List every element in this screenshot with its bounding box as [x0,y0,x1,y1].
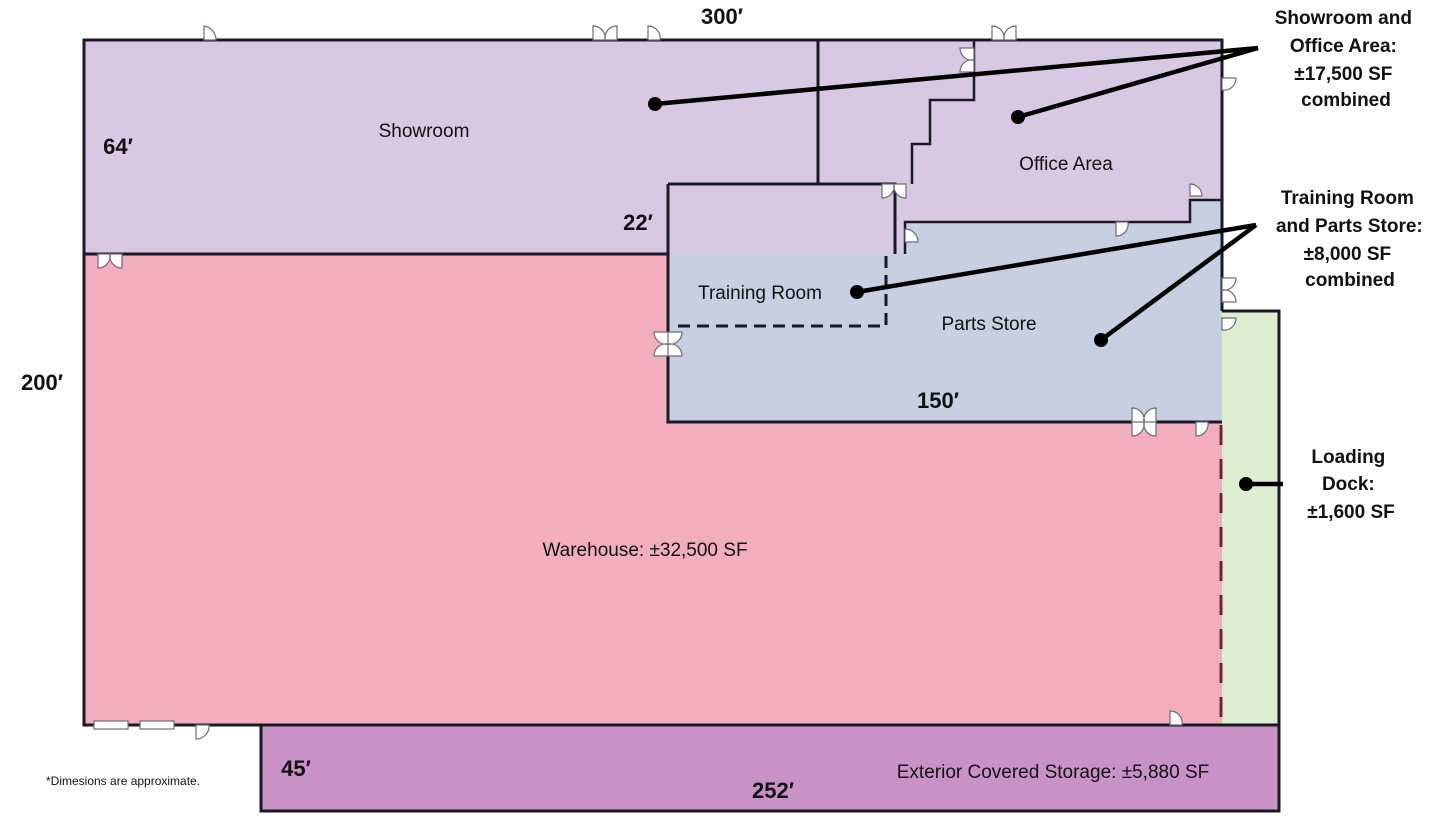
leader-line-showroom [654,45,1259,107]
door-icon [1131,407,1157,437]
callout-line: Dock: [1322,474,1375,495]
callout-line: Office Area: [1290,36,1397,57]
leader-dot-dock [1239,477,1253,491]
callout-showroom-office: Showroom and Office Area: ±17,500 SF com… [1275,8,1418,111]
door-icon [991,25,1017,41]
dimension-step: 22′ [623,210,653,235]
leader-line-training [856,222,1257,295]
door-icon [592,25,618,41]
loading-dock-area [1222,311,1279,725]
warehouse-label: Warehouse: ±32,500 SF [542,540,747,561]
office-area-label: Office Area [1019,154,1113,175]
door-icon [195,724,210,740]
leader-dot-parts [1094,333,1108,347]
callout-training-parts: Training Room and Parts Store: ±8,000 SF… [1276,188,1428,291]
overhead-door-icon [93,720,129,730]
dimension-parts-width: 150′ [917,388,959,413]
callout-line: combined [1305,270,1395,291]
leader-line-parts [1099,223,1258,342]
callout-line: Training Room [1281,188,1414,209]
parts-store-label: Parts Store [941,314,1036,335]
door-icon [881,183,907,199]
door-icon [1195,421,1209,437]
door-icon [1221,77,1237,91]
leader-dot-office [1011,110,1025,124]
callout-line: ±1,600 SF [1307,502,1395,523]
door-icon [904,228,919,243]
dimension-exterior-width: 252′ [752,778,794,803]
callout-line: combined [1301,90,1391,111]
training-parts-wall [666,184,1222,424]
training-room-label: Training Room [698,283,822,304]
door-icon [1221,277,1237,303]
callout-line: Loading [1311,447,1385,468]
door-icon [647,25,661,41]
door-icon [97,253,123,269]
door-icon [1221,317,1237,331]
door-icon [653,331,683,357]
training-room-dashed-wall [678,254,888,328]
overhead-door-icon [139,720,175,730]
loading-dock-wall [1222,309,1281,725]
leader-lines [648,45,1283,491]
dimension-top-width: 300′ [701,4,743,29]
door-icon [959,47,975,73]
dimension-showroom-depth: 64′ [103,134,133,159]
dimension-overall-depth: 200′ [21,370,63,395]
callout-line: ±8,000 SF [1304,244,1392,265]
doors [93,25,1237,740]
callout-line: Showroom and [1275,8,1412,29]
leader-dot-training [850,285,864,299]
exterior-storage-area [261,725,1279,811]
leader-dot-showroom [648,97,662,111]
approximate-dimensions-note: *Dimesions are approximate. [46,774,200,788]
showroom-label: Showroom [379,121,470,142]
callout-loading-dock: Loading Dock: ±1,600 SF [1307,447,1395,523]
office-stair-wall [910,40,976,184]
callout-line: ±17,500 SF [1294,64,1392,85]
showroom-office-area [84,40,1222,254]
exterior-storage-wall [259,723,1281,813]
door-icon [1115,221,1129,237]
door-icon [203,25,217,41]
exterior-storage-label: Exterior Covered Storage: ±5,880 SF [897,762,1209,783]
callout-line: and Parts Store: [1276,216,1423,237]
door-icon [1169,710,1183,726]
door-icon [1189,183,1203,197]
leader-line-office [1017,45,1259,120]
dimension-exterior-depth: 45′ [281,756,311,781]
